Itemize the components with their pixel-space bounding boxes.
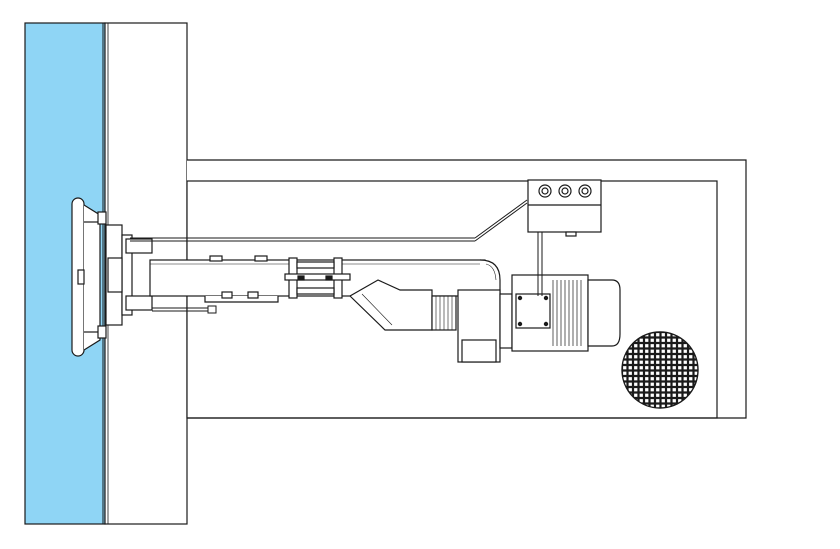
pump-housing (457, 289, 513, 363)
indicator-light-core (581, 187, 589, 195)
motor-cable (537, 230, 543, 296)
motor-cooling-fins (552, 280, 582, 346)
motor-terminal-box (515, 293, 551, 329)
control-box-indicators (538, 184, 592, 198)
pipe-couplings (284, 257, 351, 299)
control-box (527, 179, 602, 237)
pump-inlet-pipe (349, 279, 457, 331)
control-cable (130, 199, 528, 314)
nozzle-head (71, 197, 107, 357)
wall-flange (105, 224, 153, 326)
indicator-light-core (541, 187, 549, 195)
electric-motor (511, 274, 621, 352)
indicator-light-core (561, 187, 569, 195)
machine-room-inner (186, 180, 718, 419)
